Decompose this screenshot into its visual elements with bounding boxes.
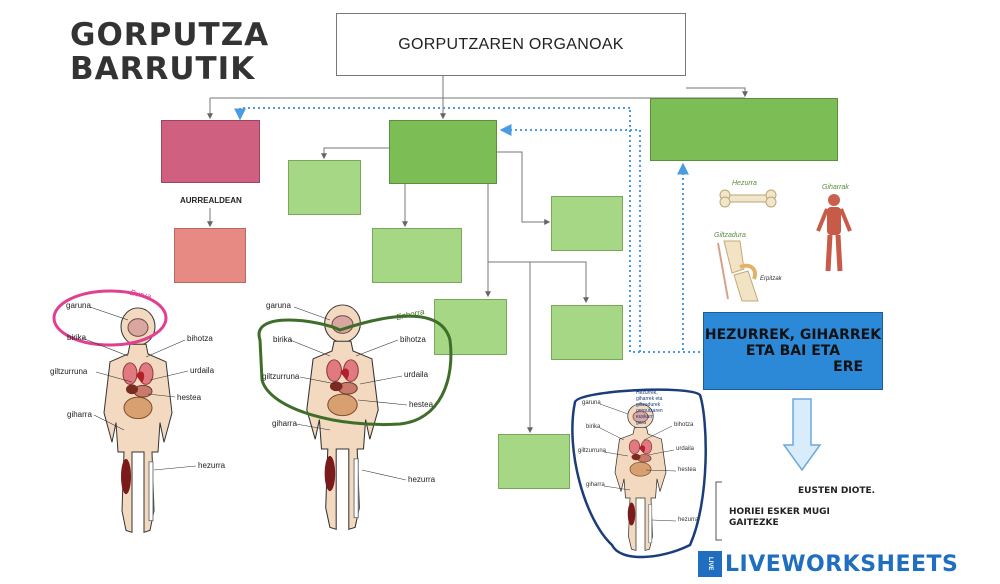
logo-badge-icon: LIVE [698,551,722,577]
figure-2-birika: birika [273,335,293,344]
knee-joint-icon [717,240,759,302]
head-highlight [52,289,168,347]
main-organs-label: GORPUTZAREN ORGANOAK [398,35,624,53]
support-line-3: ERE [833,359,864,375]
eusten-label: EUSTEN DIOTE. [798,486,876,496]
title-line-1: GORPUTZA [70,17,270,53]
figure-3-hezurra: hezurra [678,517,699,523]
figure-2-hezurra: hezurra [408,475,436,484]
bone-illustration: Hezurra [718,180,778,214]
answer-box-head[interactable] [161,120,260,183]
answer-box-trunk[interactable] [389,120,497,184]
aurrealdean-label: AURREALDEAN [180,196,242,205]
answer-box-trunk-4[interactable] [434,299,507,355]
answer-box-trunk-3[interactable] [551,196,623,251]
answer-box-trunk-1[interactable] [288,160,361,215]
bone-icon [719,189,777,208]
answer-box-trunk-2[interactable] [372,228,462,283]
support-line-2: ETA BAI ETA [745,343,841,359]
muscle-illustration: Giharrak [812,184,856,280]
figure-1-birika: birika [67,333,87,342]
liveworksheets-logo: LIVE LIVEWORKSHEETS [698,551,958,577]
figure-3-hestea: hestea [678,467,697,473]
figure-1-hezurra: hezurra [198,461,226,470]
figure-2-giltzurruna: giltzurruna [262,372,300,381]
figure-1-garuna: garuna [66,301,91,310]
muscle-figure-icon [816,194,852,272]
answer-box-limbs[interactable] [650,98,838,161]
answer-box-head-organ[interactable] [174,228,246,283]
trunk-highlight [257,314,453,427]
horiei-label: HORIEI ESKER MUGI GAITEZKE [729,507,830,528]
figure-2-giharra: giharra [272,419,297,428]
title-line-2: BARRUTIK [70,51,256,87]
figure-2-bihotza: bihotza [400,335,426,344]
main-organs-box: GORPUTZAREN ORGANOAK [336,13,686,76]
joint-illustration: Giltzadura Erpitzak [714,232,782,308]
figure-3-giltzurruna: giltzurruna [578,448,607,454]
figure-3-giharra: giharra [586,482,605,488]
figure-1-giharra: giharra [67,410,92,419]
figure-2-hestea: hestea [409,400,434,409]
figure-3-birika: birika [586,424,601,430]
answer-box-trunk-5[interactable] [551,305,623,360]
figure-1-giltzurruna: giltzurruna [50,367,88,376]
figure-1-bihotza: bihotza [187,334,213,343]
figure-3-urdaila: urdaila [676,446,695,452]
answer-box-trunk-6[interactable] [498,434,570,489]
figure-1-hestea: hestea [177,393,202,402]
logo-text: LIVEWORKSHEETS [725,551,959,577]
support-statement-box: HEZURREK, GIHARREK ETA BAI ETA ERE [703,312,883,390]
support-line-1: HEZURREK, GIHARREK [704,327,882,343]
page-title: GORPUTZA BARRUTIK [70,18,269,86]
figure-3-caption: Hezurrek, giharrek eta giltzadurek gorpu… [636,390,663,426]
figure-3-bihotza: bihotza [674,422,694,428]
support-highlight [571,388,707,559]
figure-1-urdaila: urdaila [190,366,215,375]
figure-3-garuna: garuna [582,400,601,406]
figure-2-garuna: garuna [266,301,291,310]
figure-2-urdaila: urdaila [404,370,429,379]
